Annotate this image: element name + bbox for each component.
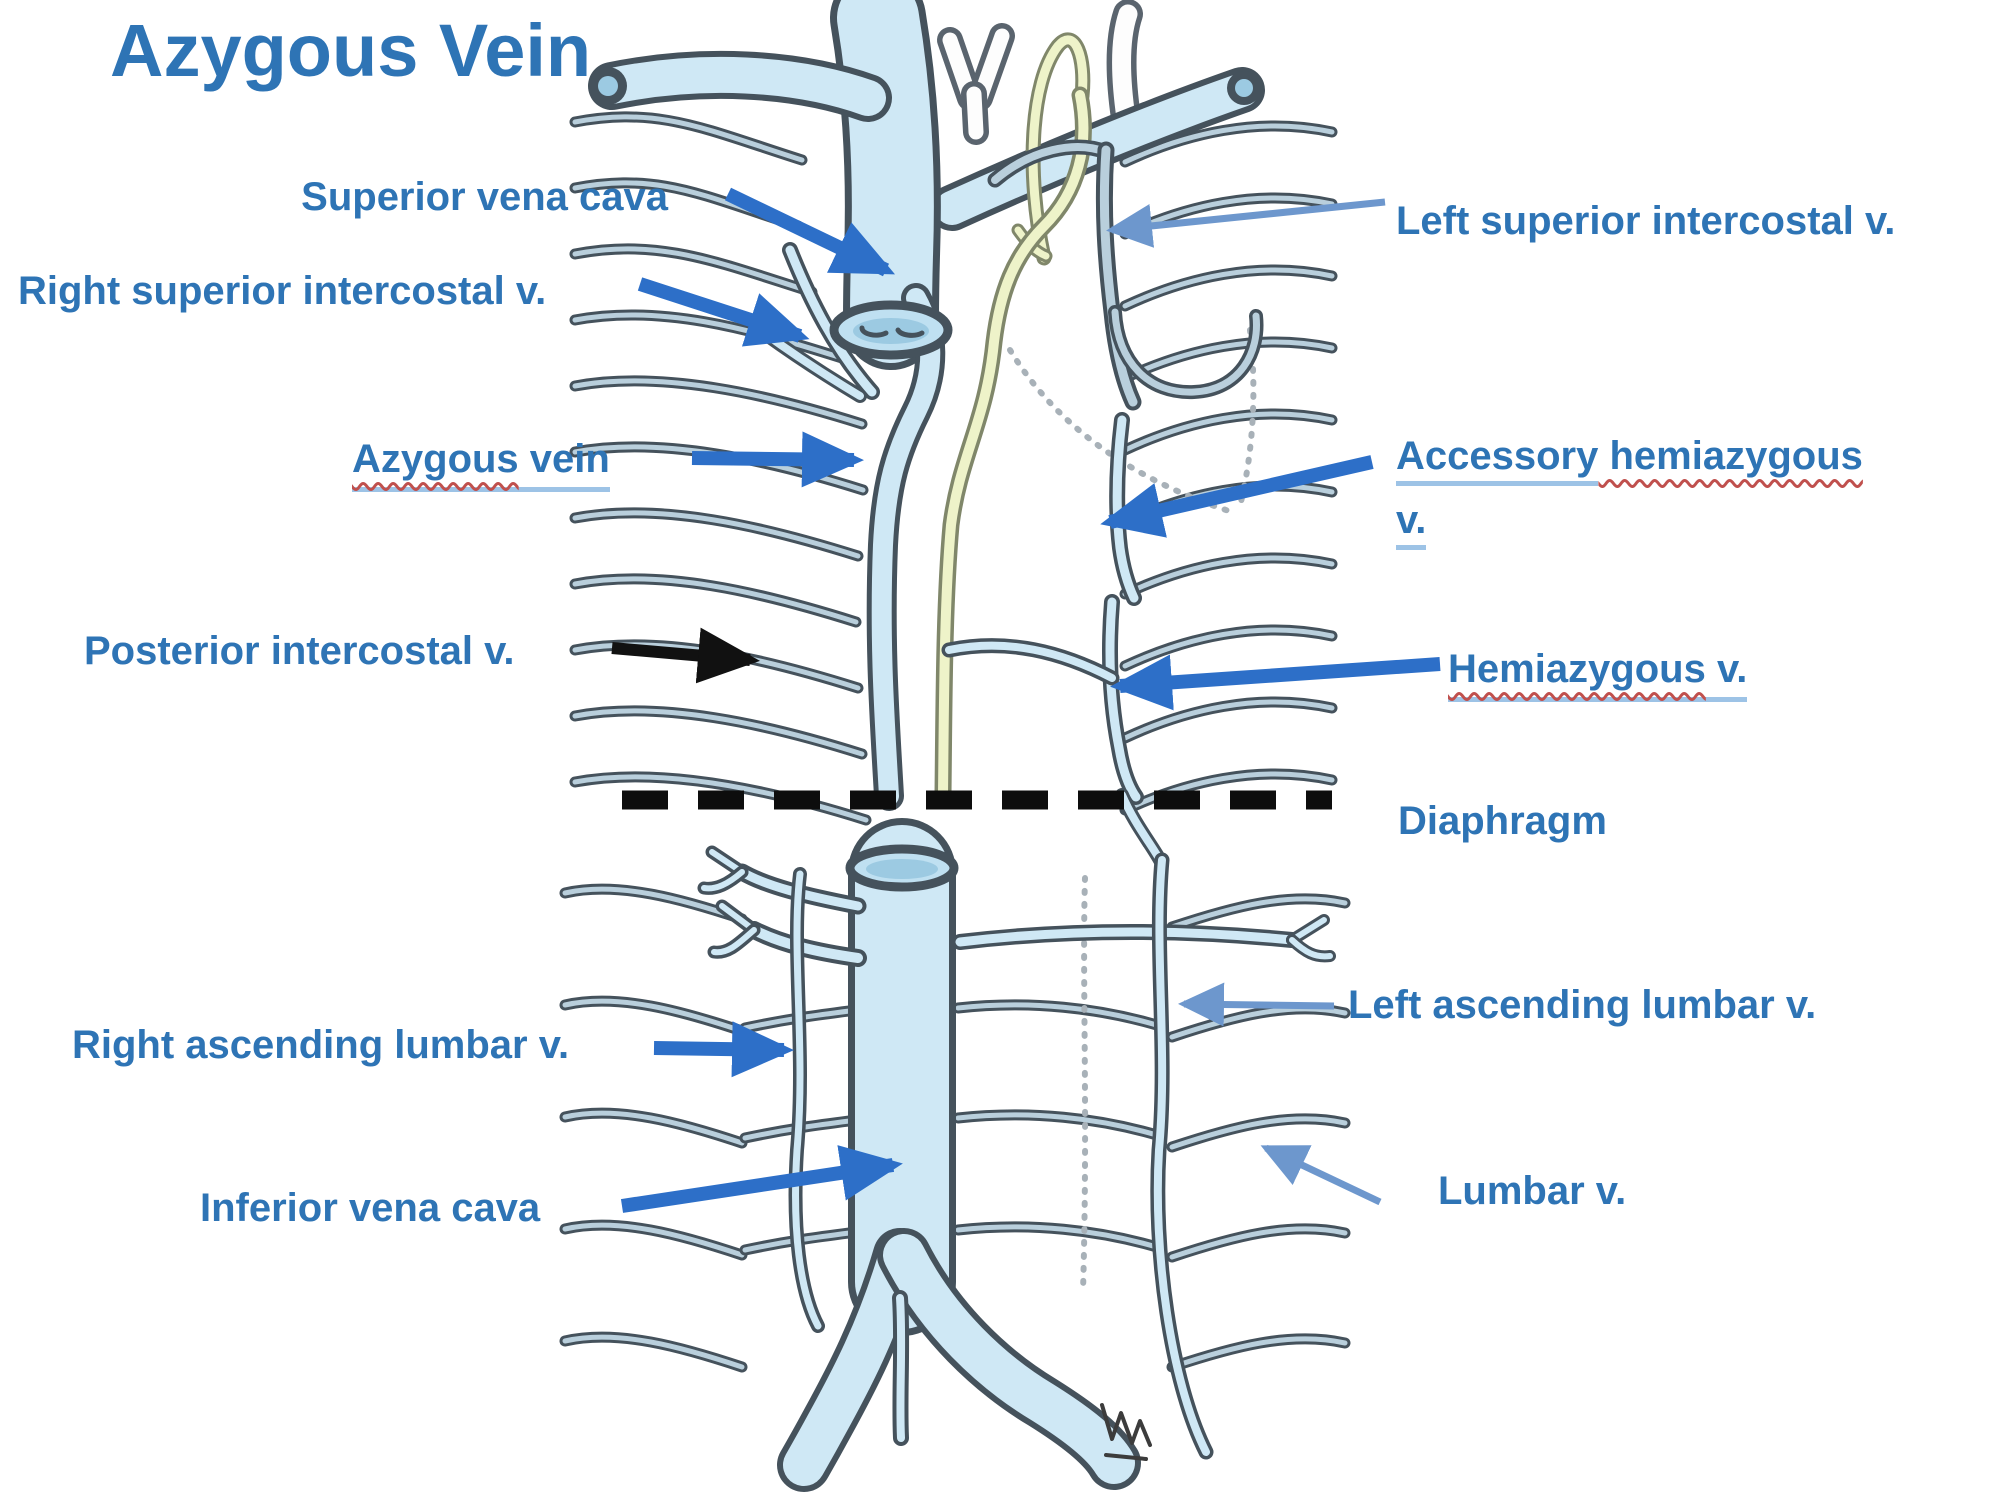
artist-signature <box>1100 1403 1152 1461</box>
label-lumbar: Lumbar v. <box>1438 1169 1627 1213</box>
label-left-ascending-lumbar: Left ascending lumbar v. <box>1348 983 1817 1027</box>
label-diaphragm: Diaphragm <box>1398 799 1607 843</box>
arrow-accessory-hemiazygous <box>1100 455 1374 538</box>
arrow-hemiazygous <box>1110 654 1441 711</box>
arrow-right-ascending-lumbar <box>653 1021 794 1078</box>
label-right-superior-intercostal: Right superior intercostal v. <box>18 269 547 313</box>
label-hemiazygous: Hemiazygous v. <box>1448 644 1748 702</box>
ivc-cut-lumen-core <box>866 859 938 879</box>
label-left-superior-intercostal: Left superior intercostal v. <box>1396 199 1896 243</box>
label-right-ascending-lumbar: Right ascending lumbar v. <box>72 1023 570 1067</box>
label-superior-vena-cava: Superior vena cava <box>301 175 668 219</box>
annotation-arrows <box>611 187 1441 1213</box>
arrow-left-ascending-lumbar <box>1178 982 1335 1027</box>
label-inferior-vena-cava: Inferior vena cava <box>200 1186 541 1230</box>
arrow-inferior-vena-cava <box>620 1145 903 1213</box>
label-accessory-hemiazygous: Accessory hemiazygous v. <box>1396 424 1863 552</box>
vein-illustration <box>588 0 1336 1492</box>
page-title: Azygous Vein <box>110 9 592 92</box>
label-posterior-intercostal: Posterior intercostal v. <box>84 629 515 673</box>
arrow-posterior-intercostal <box>611 627 760 684</box>
arrow-left-superior-intercostal <box>1106 198 1386 248</box>
arrow-superior-vena-cava <box>724 187 896 277</box>
arrow-right-superior-intercostal <box>637 277 810 347</box>
arrow-lumbar <box>1260 1144 1382 1206</box>
label-azygous-vein: Azygous vein <box>352 434 610 492</box>
arrow-azygous-vein <box>691 431 864 488</box>
